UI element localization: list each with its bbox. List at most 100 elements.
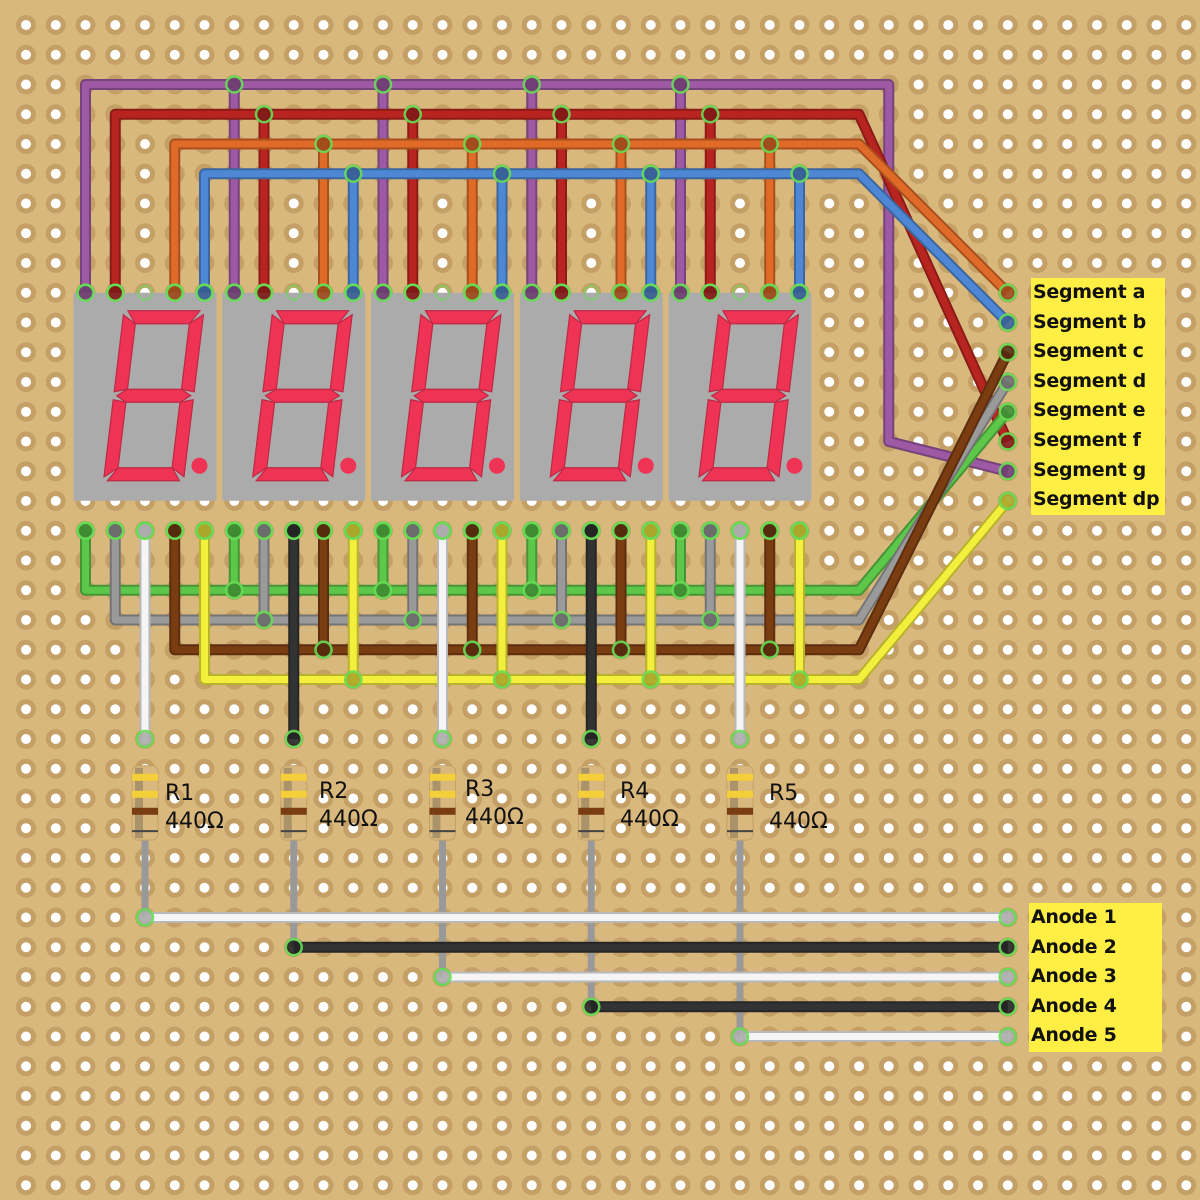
hole	[348, 20, 359, 30]
hole	[1062, 139, 1073, 149]
hole	[1181, 793, 1192, 804]
hole	[824, 347, 835, 358]
hole	[199, 704, 210, 715]
hole	[50, 1180, 61, 1191]
hole	[1032, 79, 1043, 90]
hole	[50, 793, 61, 804]
hole	[259, 793, 269, 804]
wire-blue-drop-end	[790, 164, 809, 183]
hole	[1032, 615, 1043, 625]
hole	[973, 763, 983, 774]
hole	[675, 1061, 686, 1072]
hole	[199, 882, 210, 893]
hole	[556, 793, 567, 804]
hole	[854, 882, 864, 893]
hole	[1092, 79, 1102, 90]
hole	[824, 436, 835, 447]
hole	[467, 882, 478, 893]
hole	[586, 1180, 597, 1191]
hole	[913, 644, 924, 655]
hole	[883, 1091, 894, 1101]
wire-purple-drop-end	[671, 75, 690, 94]
hole	[883, 704, 894, 715]
hole	[764, 20, 775, 30]
hole	[110, 823, 121, 834]
segment-d	[701, 467, 776, 482]
hole	[824, 496, 835, 506]
hole	[1062, 882, 1073, 893]
hole	[21, 1001, 31, 1012]
display-pin	[732, 284, 748, 301]
hole	[586, 49, 597, 60]
hole	[348, 704, 359, 715]
hole	[556, 1031, 567, 1042]
hole	[1181, 466, 1192, 477]
hole	[378, 49, 388, 60]
hole	[110, 1061, 121, 1072]
hole	[556, 49, 567, 60]
hole	[1092, 49, 1102, 60]
hole	[1181, 615, 1192, 625]
hole	[556, 882, 567, 893]
hole	[616, 853, 626, 863]
hole	[943, 406, 954, 417]
hole	[526, 734, 537, 744]
hole	[526, 1091, 537, 1101]
hole	[80, 704, 91, 715]
hole	[943, 585, 954, 596]
resistor-band-tolerance	[280, 830, 307, 833]
hole	[943, 882, 954, 893]
resistor-band	[429, 807, 456, 815]
segment-g	[413, 388, 490, 403]
segment-g	[115, 388, 192, 403]
hole	[497, 1150, 507, 1161]
hole	[80, 853, 91, 863]
hole	[1002, 79, 1013, 90]
hole	[645, 734, 656, 744]
pin-dot	[701, 521, 720, 540]
hole	[1092, 109, 1102, 120]
hole	[645, 704, 656, 715]
hole	[616, 763, 626, 774]
hole	[437, 198, 448, 209]
hole	[824, 853, 835, 863]
resistor-band	[727, 807, 753, 815]
hole	[348, 1061, 359, 1072]
segment-e	[400, 399, 425, 478]
hole	[973, 823, 983, 834]
hole	[705, 1091, 716, 1101]
hole	[913, 406, 924, 417]
hole	[21, 555, 31, 566]
resistor-r3	[429, 765, 456, 841]
hole	[794, 853, 805, 863]
hole	[110, 853, 121, 863]
hole	[1092, 882, 1102, 893]
hole	[824, 555, 835, 566]
hole	[1181, 406, 1192, 417]
hole	[764, 763, 775, 774]
hole	[675, 793, 686, 804]
hole	[50, 377, 61, 387]
wire-gray-drop-end	[701, 610, 720, 630]
hole	[913, 1120, 924, 1131]
hole	[1002, 823, 1013, 834]
hole	[50, 882, 61, 893]
hole	[21, 942, 31, 953]
hole	[259, 734, 269, 744]
hole	[645, 1150, 656, 1161]
hole	[497, 1001, 507, 1012]
hole	[169, 853, 180, 863]
hole	[437, 1150, 448, 1161]
resistor-name: R3	[465, 777, 495, 802]
hole	[318, 1120, 329, 1131]
hole	[140, 198, 150, 209]
hole	[259, 20, 269, 30]
hole	[794, 1091, 805, 1101]
hole	[1002, 20, 1013, 30]
hole	[1151, 615, 1162, 625]
hole	[1151, 20, 1162, 30]
hole	[21, 1150, 31, 1161]
hole	[1151, 109, 1162, 120]
hole	[288, 972, 299, 982]
wires-under	[76, 75, 1017, 1037]
